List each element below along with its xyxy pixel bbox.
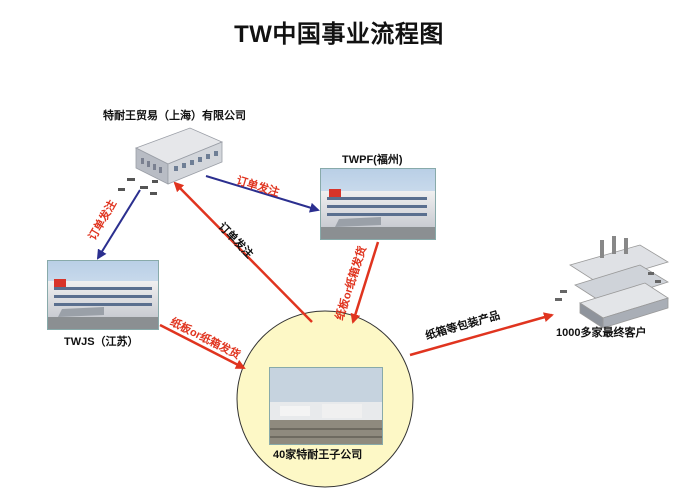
arrow-sub-to-hq bbox=[173, 181, 313, 323]
customers-label: 1000多家最终客户 bbox=[556, 327, 647, 339]
arrow-twpf-to-sub bbox=[350, 241, 380, 324]
hq-label: 特耐王贸易（上海）有限公司 bbox=[103, 110, 246, 122]
twpf-label: TWPF(福州) bbox=[342, 154, 403, 166]
subsidiaries-factory-photo bbox=[269, 367, 383, 445]
page-title: TW中国事业流程图 bbox=[234, 21, 444, 48]
twpf-factory-photo bbox=[320, 168, 436, 240]
twjs-label: TWJS（江苏） bbox=[64, 336, 139, 348]
subsidiaries-label: 40家特耐王子公司 bbox=[273, 449, 363, 461]
hq-building-icon bbox=[118, 127, 224, 195]
arrow-hq-to-twjs bbox=[96, 189, 141, 260]
customers-factory-icon bbox=[555, 236, 669, 329]
arrow-hq-to-twpf bbox=[205, 175, 320, 213]
arrow-twjs-to-sub bbox=[159, 323, 246, 370]
twjs-factory-photo bbox=[47, 260, 159, 330]
arrow-sub-to-customers bbox=[409, 312, 554, 357]
